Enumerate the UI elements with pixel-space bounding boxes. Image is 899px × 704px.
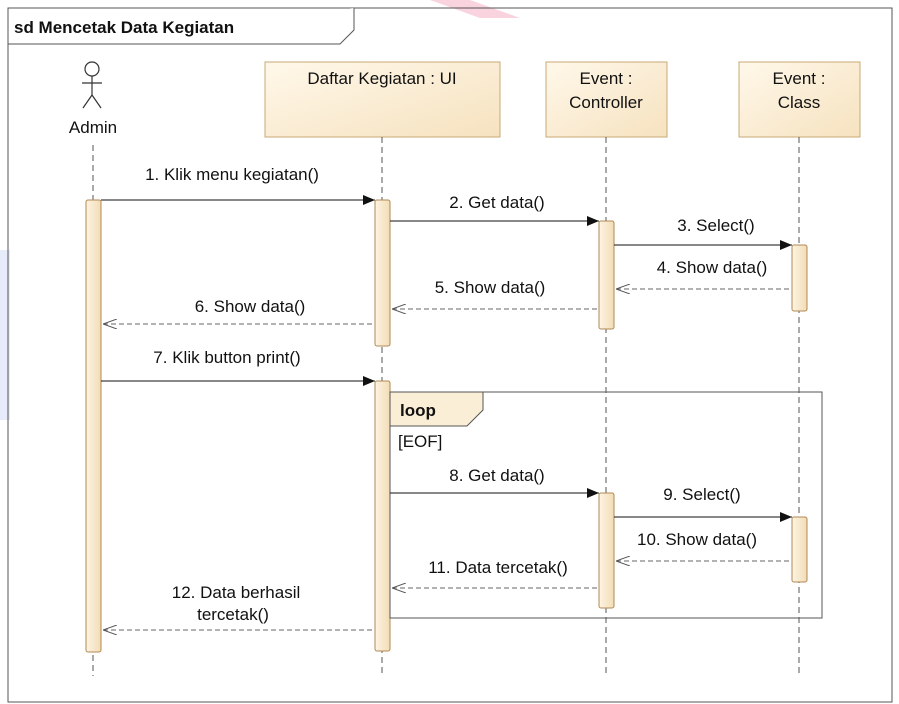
lifeline-controller: Event : Controller — [545, 61, 668, 138]
frame-title: sd Mencetak Data Kegiatan — [14, 18, 234, 37]
message-10-label: 10. Show data() — [637, 530, 757, 549]
lifeline-class: Event : Class — [738, 61, 861, 138]
lifeline-ui-label: Daftar Kegiatan : UI — [307, 69, 456, 88]
lifeline-ui: Daftar Kegiatan : UI — [264, 61, 501, 138]
message-12-label-line2: tercetak() — [197, 605, 269, 624]
sequence-frame: sd Mencetak Data Kegiatan — [7, 7, 893, 703]
loop-guard: [EOF] — [398, 432, 442, 451]
lifeline-controller-label-2: Controller — [569, 93, 643, 112]
message-6-label: 6. Show data() — [195, 297, 306, 316]
actor-admin: Admin — [69, 61, 117, 137]
message-1-label: 1. Klik menu kegiatan() — [145, 165, 319, 184]
lifeline-class-label-2: Class — [778, 93, 821, 112]
loop-fragment: loop [EOF] — [389, 391, 823, 619]
message-arrows — [101, 195, 792, 630]
message-12-label-line1: 12. Data berhasil — [172, 583, 301, 602]
loop-operator: loop — [400, 401, 436, 420]
message-8-label: 8. Get data() — [449, 466, 544, 485]
message-9-label: 9. Select() — [663, 485, 740, 504]
message-2-label: 2. Get data() — [449, 193, 544, 212]
message-11-label: 11. Data tercetak() — [428, 558, 568, 577]
message-5-label: 5. Show data() — [435, 278, 546, 297]
message-7-label: 7. Klik button print() — [153, 348, 300, 367]
lifeline-class-label-1: Event : — [773, 69, 826, 88]
message-labels: 1. Klik menu kegiatan() 2. Get data() 3.… — [145, 165, 767, 624]
message-4-label: 4. Show data() — [657, 258, 768, 277]
actor-name: Admin — [69, 118, 117, 137]
message-3-label: 3. Select() — [677, 216, 754, 235]
actor-icon — [82, 61, 102, 109]
lifeline-controller-label-1: Event : — [580, 69, 633, 88]
